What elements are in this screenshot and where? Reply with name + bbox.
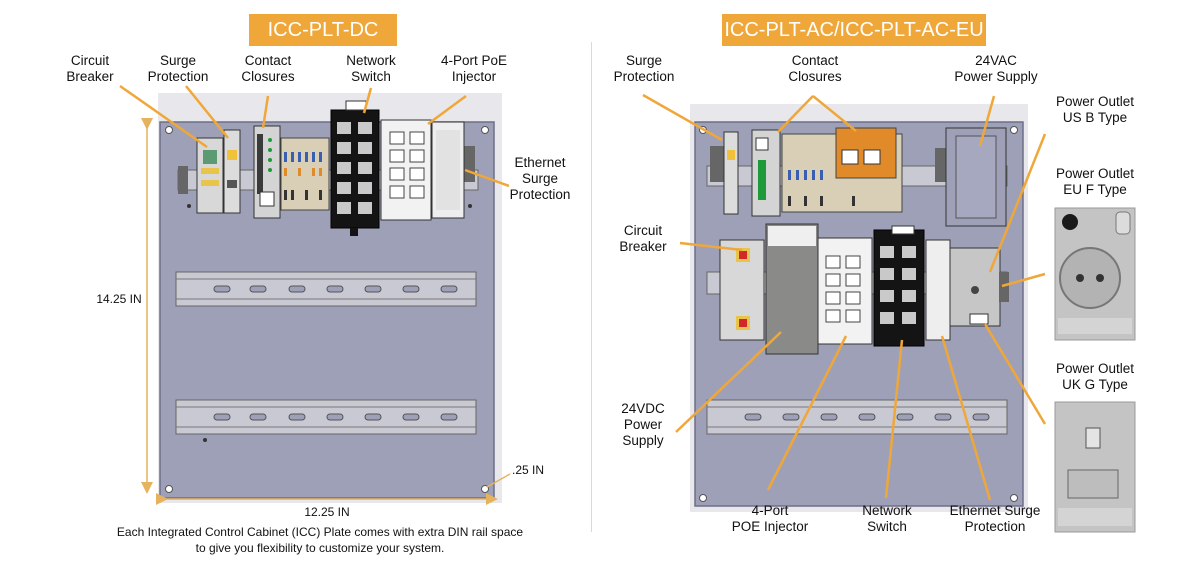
label-network-switch: Network Switch bbox=[346, 53, 396, 84]
mounting-hole bbox=[1010, 494, 1018, 502]
terminal-block-bank bbox=[280, 137, 330, 211]
label-ethernet-surge: Ethernet Surge Protection bbox=[949, 503, 1041, 534]
din-rail-empty bbox=[175, 271, 477, 307]
dimension-hole-label: .25 IN bbox=[511, 463, 544, 477]
label-outlet-us: Power Outlet US B Type bbox=[1055, 94, 1135, 125]
mounting-hole bbox=[1010, 126, 1018, 134]
mounting-hole bbox=[481, 485, 489, 493]
left-panel-title: ICC-PLT-DC bbox=[249, 14, 397, 46]
caption-line-2: to give you flexibility to customize you… bbox=[195, 541, 445, 555]
network-switch-module bbox=[873, 225, 925, 347]
rail-slots bbox=[213, 413, 458, 421]
mounting-hole bbox=[481, 126, 489, 134]
mounting-hole bbox=[699, 494, 707, 502]
network-switch-module bbox=[330, 100, 380, 236]
label-24vac-power-supply: 24VAC Power Supply bbox=[954, 53, 1038, 84]
label-poe-injector: 4-Port PoE Injector bbox=[440, 53, 508, 84]
right-leader-lines bbox=[642, 93, 1047, 501]
ethernet-surge-module bbox=[925, 239, 951, 341]
label-contact-closures: Contact Closures bbox=[241, 53, 295, 84]
din-end-stop bbox=[178, 166, 188, 194]
din-end-stop bbox=[463, 146, 475, 182]
label-contact-closures: Contact Closures bbox=[788, 53, 842, 84]
outlet-photo-uk bbox=[1054, 401, 1136, 533]
right-plate-group bbox=[642, 93, 1136, 533]
din-end-stop bbox=[935, 148, 947, 182]
poe-injector-module bbox=[380, 119, 432, 221]
din-end-stop bbox=[999, 272, 1009, 302]
circuit-breaker-module bbox=[719, 239, 765, 341]
power-outlet-module bbox=[949, 247, 1001, 327]
din-end-stop bbox=[710, 146, 724, 182]
left-plate-group bbox=[119, 84, 511, 505]
label-circuit-breaker: Circuit Breaker bbox=[619, 223, 667, 254]
plate-dot bbox=[187, 204, 191, 208]
plate-dot bbox=[203, 438, 207, 442]
label-network-switch: Network Switch bbox=[862, 503, 912, 534]
right-panel-title: ICC-PLT-AC/ICC-PLT-AC-EU bbox=[722, 14, 986, 46]
dimension-height-label: 14.25 IN bbox=[96, 292, 142, 306]
label-circuit-breaker: Circuit Breaker bbox=[66, 53, 114, 84]
label-ethernet-surge: Ethernet Surge Protection bbox=[509, 155, 571, 202]
surge-protection-module bbox=[223, 129, 241, 214]
poe-injector-module bbox=[817, 237, 873, 345]
contact-closure-module bbox=[751, 129, 781, 217]
caption-line-1: Each Integrated Control Cabinet (ICC) Pl… bbox=[116, 525, 524, 539]
plate-dot bbox=[468, 204, 472, 208]
label-outlet-uk: Power Outlet UK G Type bbox=[1055, 361, 1135, 392]
outlet-photo-us bbox=[1054, 207, 1136, 341]
rail-slots bbox=[213, 285, 458, 293]
ac-power-supply-module bbox=[945, 127, 1007, 227]
contact-closure-module bbox=[253, 125, 281, 219]
rail-slots bbox=[744, 413, 990, 421]
ethernet-surge-module bbox=[431, 121, 465, 219]
mounting-hole bbox=[165, 126, 173, 134]
label-outlet-eu: Power Outlet EU F Type bbox=[1055, 166, 1135, 197]
mounting-hole bbox=[165, 485, 173, 493]
dimension-line-hole bbox=[486, 473, 511, 488]
panel-divider bbox=[591, 42, 592, 532]
label-poe-injector: 4-Port POE Injector bbox=[731, 503, 809, 534]
label-surge-protection: Surge Protection bbox=[147, 53, 209, 84]
left-leader-lines bbox=[119, 84, 510, 188]
circuit-breaker-module bbox=[196, 137, 224, 214]
dimension-width-label: 12.25 IN bbox=[304, 505, 350, 519]
label-24vdc-power-supply: 24VDC Power Supply bbox=[621, 401, 665, 448]
label-surge-protection: Surge Protection bbox=[613, 53, 675, 84]
terminal-block-bank bbox=[781, 127, 903, 213]
dc-power-supply-module bbox=[765, 223, 819, 355]
surge-protection-module bbox=[723, 131, 739, 215]
